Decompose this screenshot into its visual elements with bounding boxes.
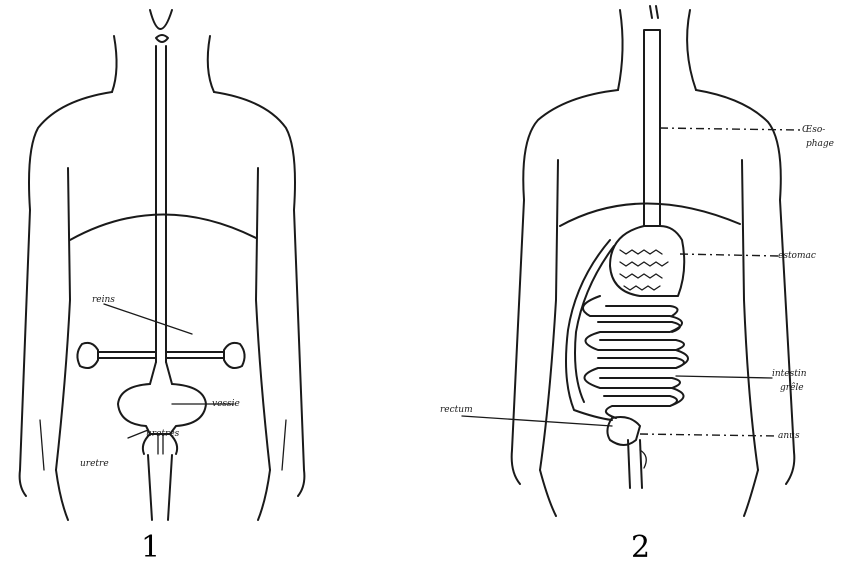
fig1-nose-mark — [156, 35, 168, 42]
fig1-label-uretres: uretres — [146, 429, 180, 439]
fig1-right-shoulder-arm — [214, 92, 304, 496]
fig2-leader-rectum — [462, 416, 612, 426]
fig1-left-renal-vessel — [98, 352, 156, 358]
figure-1-urinary-system: reins vessie uretres uretre — [20, 10, 305, 520]
fig1-bladder — [118, 384, 206, 434]
fig2-label-intestin-1: intestin — [772, 369, 807, 379]
fig2-left-torso — [540, 160, 558, 470]
fig1-right-kidney — [224, 343, 245, 368]
fig1-chin — [150, 10, 172, 29]
fig2-small-intestine-2 — [598, 306, 684, 406]
fig1-neck-right — [208, 36, 214, 92]
fig1-crotch-2 — [168, 455, 172, 520]
fig1-label-reins: reins — [92, 295, 115, 305]
fig2-colon — [566, 240, 612, 420]
fig1-right-inner-arm — [282, 420, 286, 470]
fig1-diaphragm — [70, 214, 256, 240]
fig1-right-torso — [256, 168, 270, 470]
fig2-label-intestin-2: grêle — [780, 382, 804, 393]
fig2-label-oesophage-2: phage — [806, 139, 834, 149]
fig2-left-leg — [540, 470, 556, 516]
fig2-label-rectum: rectum — [440, 405, 473, 415]
fig1-crotch — [148, 455, 152, 520]
fig1-leader-reins — [104, 304, 192, 334]
fig2-stomach-texture — [620, 250, 668, 290]
fig2-leader-anus — [640, 434, 776, 436]
fig2-right-shoulder-arm — [696, 90, 794, 484]
fig1-left-kidney — [77, 343, 98, 368]
fig1-label-uretre: uretre — [80, 459, 109, 469]
fig2-leader-estomac — [680, 254, 778, 256]
fig2-label-anus: anus — [778, 431, 800, 441]
fig2-neck-right — [687, 10, 696, 90]
figure-1-number: 1 — [141, 530, 160, 565]
fig1-left-leg — [56, 470, 68, 520]
fig2-esophagus — [644, 30, 660, 226]
fig2-leader-intestin — [676, 376, 772, 378]
figure-2-digestive-system: Œso- phage estomac intestin grêle anus r… — [440, 6, 834, 516]
fig1-leader-uretres — [128, 430, 148, 438]
fig1-right-leg — [258, 470, 270, 520]
fig1-left-torso — [56, 168, 70, 470]
fig1-neck-left — [112, 36, 117, 92]
fig1-left-inner-arm — [40, 420, 44, 470]
fig2-neck-marks — [650, 6, 658, 18]
fig2-rectum — [607, 417, 640, 445]
fig2-right-torso — [742, 160, 758, 470]
fig1-label-vessie: vessie — [212, 399, 240, 409]
fig2-label-estomac: estomac — [778, 251, 816, 261]
fig2-neck-left — [618, 10, 623, 90]
fig1-left-shoulder-arm — [20, 92, 112, 496]
fig1-ureter-left — [150, 362, 156, 384]
fig2-leader-oesophage — [660, 128, 800, 130]
fig1-ureter-right — [166, 362, 172, 384]
fig2-right-leg — [744, 470, 758, 516]
fig2-label-oesophage-1: Œso- — [802, 125, 825, 135]
fig2-diaphragm — [560, 203, 740, 226]
fig1-right-renal-vessel — [166, 352, 224, 358]
figure-2-number: 2 — [631, 530, 650, 565]
fig2-anal-canal — [628, 440, 642, 488]
fig2-stomach — [610, 226, 684, 296]
